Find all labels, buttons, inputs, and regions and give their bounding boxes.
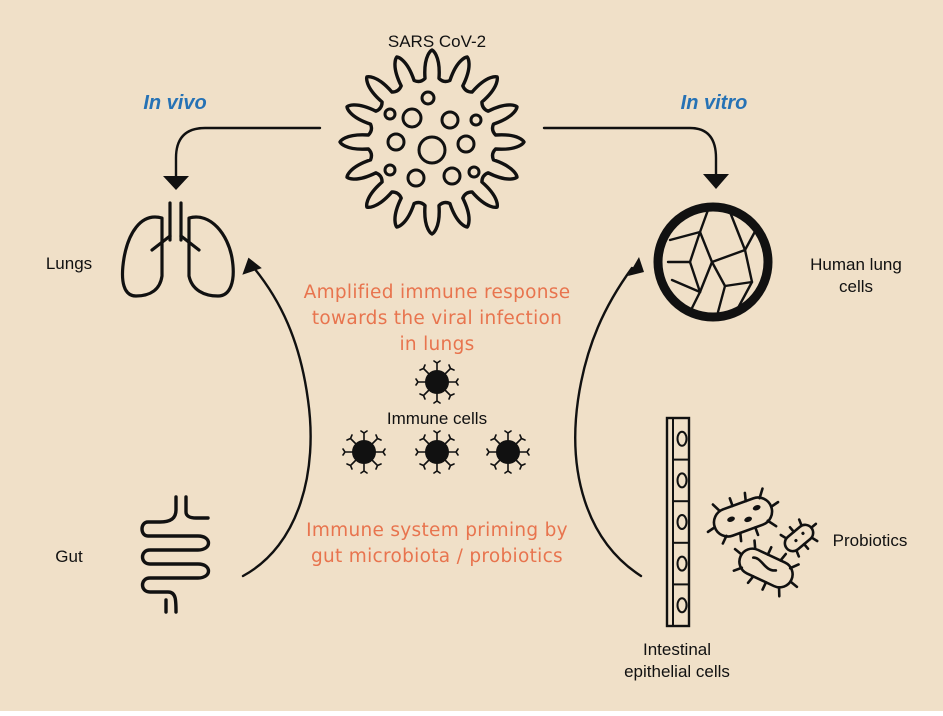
virus-icon [338,48,526,236]
immune-response-line1: Amplified immune response [304,282,571,303]
priming-line1: Immune system priming by [306,520,568,541]
in-vitro-label: In vitro [681,92,748,114]
gut-to-lungs-arrow [241,257,312,578]
lungs-label: Lungs [46,254,92,273]
in-vitro-arrow [542,126,729,189]
epithelial-to-lung-cells-arrow [574,257,644,578]
in-vivo-arrow [163,126,322,190]
lung-cells-icon [653,202,773,322]
epithelial-label-line2: epithelial cells [624,662,730,681]
virus-label: SARS CoV-2 [388,32,486,51]
immune-response-line3: in lungs [399,334,474,355]
bacteria-icon [706,487,819,598]
in-vivo-label: In vivo [143,92,206,114]
lung-cells-label-line2: cells [839,277,873,296]
epithelial-column-icon [665,416,691,628]
probiotics-label: Probiotics [833,531,908,550]
immune-response-line2: towards the viral infection [312,308,562,329]
lungs-icon [120,201,235,298]
gut-label: Gut [55,547,83,566]
intestine-icon [140,495,211,614]
immune-cells-label: Immune cells [387,409,487,428]
epithelial-label-line1: Intestinal [643,640,711,659]
priming-line2: gut microbiota / probiotics [311,546,563,567]
lung-cells-label-line1: Human lung [810,255,902,274]
